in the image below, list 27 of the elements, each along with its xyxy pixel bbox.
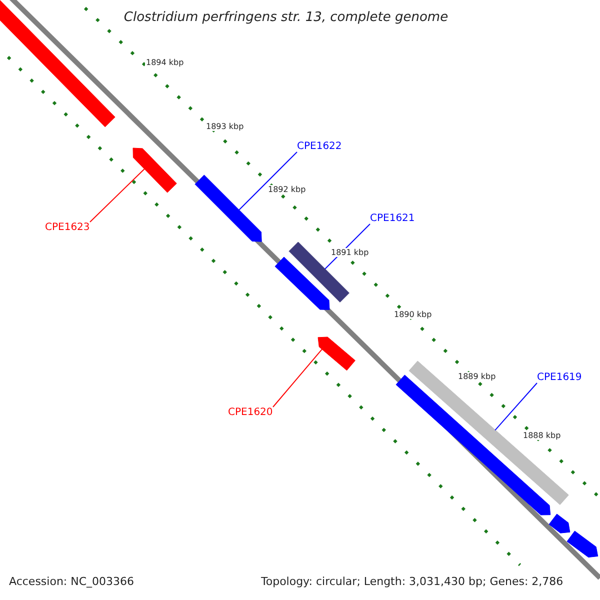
gene-label: CPE1621 (370, 213, 415, 224)
gene-feature (195, 175, 262, 242)
footer-text: Accession: NC_003366 (9, 575, 134, 588)
scale-label: 1890 kbp (393, 310, 433, 319)
footer-text: Topology: circular; Length: 3,031,430 bp; Genes: 2,786 (261, 575, 564, 588)
gene-feature (275, 257, 330, 310)
diagram-title: Clostridium perfringens str. 13, complete genome (124, 10, 448, 25)
scale-label: 1894 kbp (145, 58, 185, 67)
scale-label: 1889 kbp (457, 372, 497, 381)
gene-feature (318, 336, 356, 370)
gene-label: CPE1623 (45, 222, 90, 233)
leader-line (238, 152, 298, 210)
scale-label: 1893 kbp (205, 122, 245, 131)
gene-feature (567, 530, 598, 558)
feature-bar (289, 242, 350, 303)
scale-label: 1892 kbp (267, 185, 307, 194)
gene-label: CPE1619 (537, 372, 582, 383)
gene-label: CPE1620 (228, 407, 273, 418)
scale-label: 1891 kbp (330, 248, 370, 257)
leader-line (494, 382, 538, 431)
leader-line (272, 348, 323, 408)
gene-feature (549, 514, 570, 533)
leader-line (90, 168, 145, 222)
gene-label: CPE1622 (297, 141, 342, 152)
gene-feature (133, 148, 177, 193)
scale-label: 1888 kbp (522, 431, 562, 440)
gene-feature (0, 0, 115, 127)
